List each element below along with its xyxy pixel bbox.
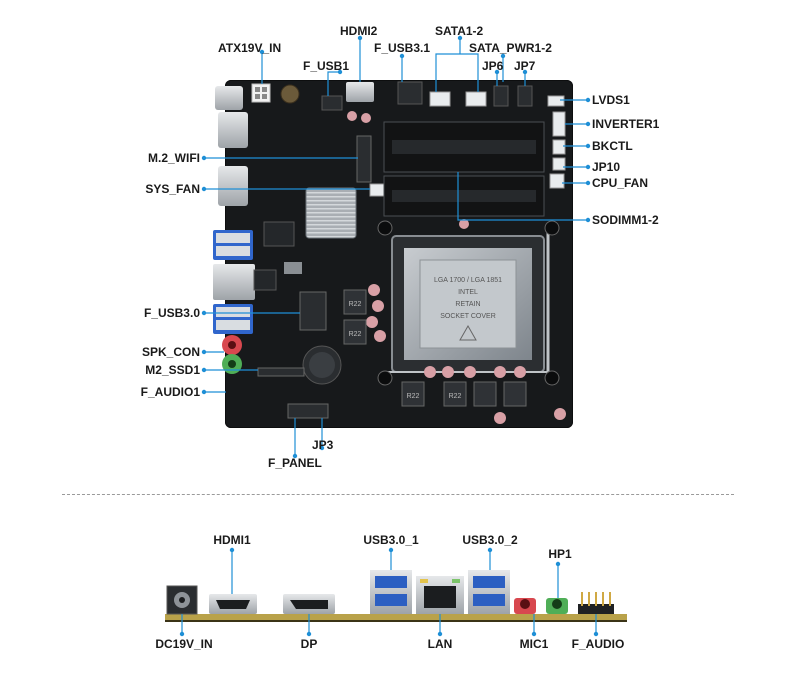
- label-jp7: JP7: [514, 59, 536, 73]
- vrm-chokes: R22 R22 R22 R22: [343, 289, 527, 407]
- label-lvds1: LVDS1: [592, 93, 630, 107]
- choke-label: R22: [349, 301, 362, 308]
- choke-label: R22: [349, 331, 362, 338]
- leader-lines-io: [181, 550, 597, 634]
- jp7-header: [517, 85, 533, 107]
- label-sodimm1-2: SODIMM1-2: [592, 213, 659, 227]
- socket-cover-line-1: LGA 1700 / LGA 1851: [434, 277, 502, 284]
- label-hdmi2: HDMI2: [340, 24, 378, 38]
- label-inverter1: INVERTER1: [592, 117, 660, 131]
- label-f-audio: F_AUDIO: [571, 637, 625, 651]
- pcb-edge: [165, 614, 627, 620]
- label-lan: LAN: [427, 637, 453, 651]
- lvds1-connector: [547, 95, 565, 107]
- jp6-header: [493, 85, 509, 107]
- label-f-panel: F_PANEL: [268, 456, 322, 470]
- rear-io-connectors: [213, 86, 255, 374]
- capacitors: [347, 111, 566, 424]
- label-f-usb30: F_USB3.0: [143, 306, 200, 320]
- sata2-connector: [465, 91, 487, 107]
- chip: [263, 221, 295, 247]
- label-usb30-1: USB3.0_1: [363, 533, 419, 547]
- cpu-fan-connector: [549, 173, 565, 189]
- f-usb30-header: [299, 291, 327, 331]
- label-sys-fan: SYS_FAN: [145, 182, 200, 196]
- label-usb30-2: USB3.0_2: [462, 533, 518, 547]
- label-atx19v-in: ATX19V_IN: [218, 41, 282, 55]
- sata1-connector: [429, 91, 451, 107]
- section-divider: [62, 494, 734, 495]
- sodimm-slots: [383, 121, 545, 217]
- bkctl-connector: [552, 139, 566, 155]
- mounting-holes: [377, 220, 560, 386]
- f-panel-header: [287, 403, 329, 419]
- label-jp3: JP3: [312, 438, 334, 452]
- io-side-view: [165, 570, 627, 622]
- label-sata-pwr1-2: SATA_PWR1-2: [469, 41, 552, 55]
- label-jp10: JP10: [592, 160, 621, 174]
- label-spk-con: SPK_CON: [141, 345, 200, 359]
- f-usb31-header: [397, 81, 423, 105]
- m2-wifi-slot: [356, 135, 372, 183]
- socket-cover-line-2: INTEL: [458, 289, 478, 296]
- choke-label: R22: [449, 393, 462, 400]
- label-f-usb1: F_USB1: [303, 59, 350, 73]
- f-audio-header-pins: [578, 592, 614, 614]
- leader-dots-top: [201, 35, 591, 459]
- label-jp6: JP6: [482, 59, 504, 73]
- f-usb1-header: [321, 95, 343, 111]
- label-dc19v-in: DC19V_IN: [155, 637, 213, 651]
- label-m2-wifi: M.2_WIFI: [147, 151, 200, 165]
- cpu-socket: LGA 1700 / LGA 1851 INTEL RETAIN SOCKET …: [388, 232, 550, 373]
- label-f-usb31: F_USB3.1: [374, 41, 431, 55]
- choke-label: R22: [407, 393, 420, 400]
- crystal: [284, 262, 302, 274]
- label-cpu-fan: CPU_FAN: [592, 176, 649, 190]
- chip: [253, 269, 277, 291]
- socket-cover-line-4: SOCKET COVER: [440, 313, 496, 320]
- label-m2-ssd1: M2_SSD1: [145, 363, 200, 377]
- label-dp: DP: [300, 637, 318, 651]
- atx-power-connector: [251, 83, 271, 103]
- label-hp1: HP1: [548, 547, 572, 561]
- label-hdmi1: HDMI1: [213, 533, 251, 547]
- sys-fan-connector: [369, 183, 385, 197]
- label-mic1: MIC1: [519, 637, 549, 651]
- socket-cover-line-3: RETAIN: [455, 301, 480, 308]
- jp10-connector: [552, 157, 566, 171]
- inductor: [280, 84, 300, 104]
- leader-dots-io: [179, 547, 599, 637]
- leader-lines-top: [204, 38, 588, 456]
- inverter1-connector: [552, 111, 566, 137]
- chipset-heatsink: [305, 187, 357, 239]
- label-sata1-2: SATA1-2: [435, 24, 484, 38]
- m2-ssd-slot: [257, 367, 305, 377]
- label-f-audio1: F_AUDIO1: [140, 385, 200, 399]
- hdmi2-connector: [346, 82, 374, 102]
- label-bkctl: BKCTL: [592, 139, 633, 153]
